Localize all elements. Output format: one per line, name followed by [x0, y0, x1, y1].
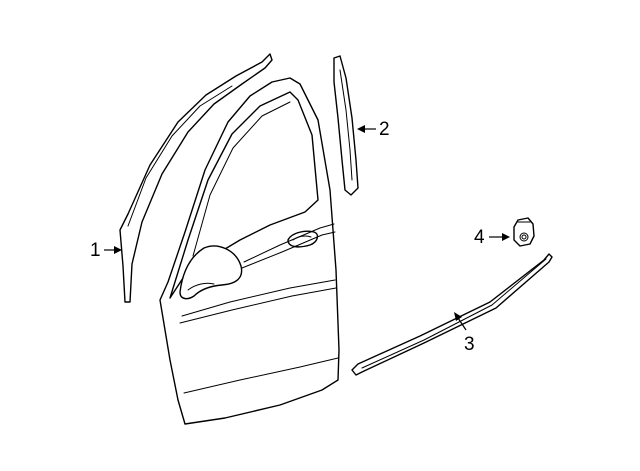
callout-3: 3 [454, 312, 475, 355]
part-3-body-side-molding [351, 253, 553, 376]
callout-4-label: 4 [474, 227, 485, 248]
callout-1: 1 [90, 240, 122, 261]
front-door-shell [159, 77, 340, 425]
side-mirror [179, 245, 243, 300]
part-4-clip [513, 217, 535, 247]
callout-3-label: 3 [464, 334, 475, 355]
part-1-pillar-molding [119, 53, 273, 303]
part-2-rear-applique [333, 55, 359, 196]
callout-4: 4 [474, 227, 510, 248]
callout-1-label: 1 [90, 240, 101, 261]
callout-2-label: 2 [379, 119, 390, 140]
callout-2: 2 [357, 119, 390, 140]
